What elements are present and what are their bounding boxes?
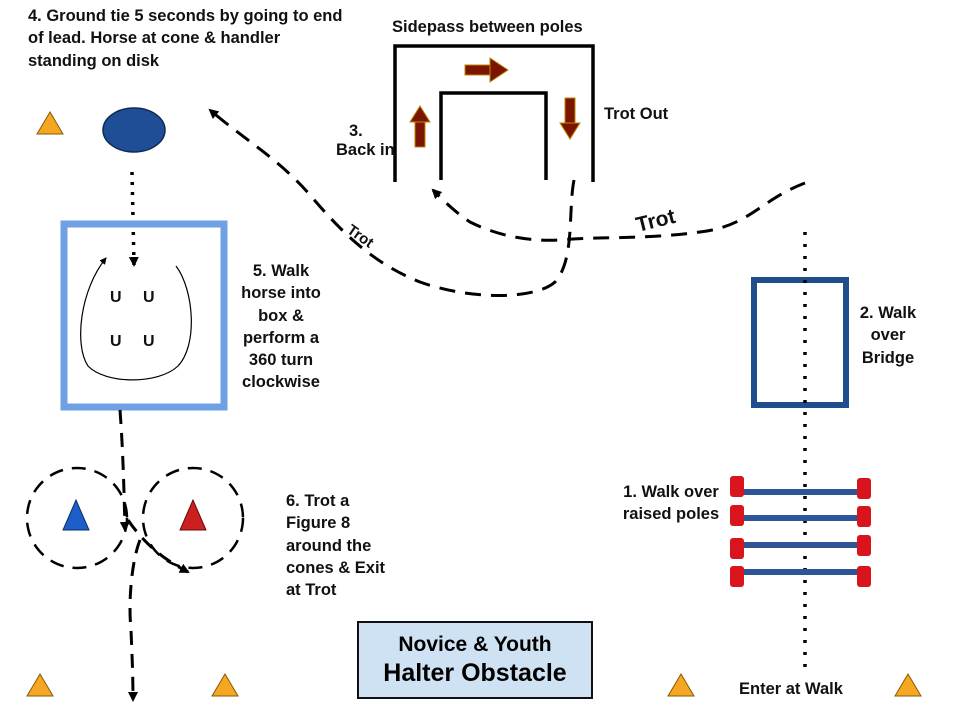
figure8-blue-cone — [62, 498, 90, 531]
walk-box-label: 5. Walk horse into box & perform a 360 t… — [241, 262, 321, 392]
enter-label: Enter at Walk — [739, 680, 843, 698]
trot-in-path — [431, 181, 806, 242]
hoof-mark: U — [143, 289, 155, 306]
hoof-mark: U — [143, 333, 155, 350]
figure8-left-circle — [25, 466, 129, 570]
ground-tie-label: 4. Ground tie 5 seconds by going to end … — [28, 7, 343, 70]
trot-out-path — [208, 108, 576, 297]
title-line-1: Novice & Youth — [398, 633, 552, 656]
title-line-2: Halter Obstacle — [383, 659, 567, 687]
raised-poles — [730, 476, 871, 587]
bridge — [751, 277, 849, 408]
cone-bottom-right-a — [667, 673, 695, 697]
disk-to-box-dotted-path — [128, 171, 139, 267]
ground-tie-disk — [102, 107, 166, 153]
figure8-cross-path — [126, 519, 190, 574]
raised-pole-1 — [730, 476, 871, 499]
sidepass-pole-structure — [393, 44, 595, 182]
turn-box — [60, 220, 228, 411]
box-exit-path — [118, 409, 130, 532]
figure8-label: 6. Trot a Figure 8 around the cones & Ex… — [286, 492, 386, 600]
sidepass-arrow — [464, 57, 509, 83]
hoof-mark: U — [110, 289, 122, 306]
hoof-mark: U — [110, 333, 122, 350]
cone-bottom-right-b — [894, 673, 922, 697]
exit-trot-path — [127, 539, 142, 702]
sidepass-label: Sidepass between poles — [392, 18, 583, 36]
back-in-up-arrow — [409, 105, 431, 148]
title-box: Novice & Youth Halter Obstacle — [357, 621, 593, 699]
raised-pole-2 — [730, 505, 871, 527]
trot-out-down-arrow — [559, 97, 581, 140]
trot-out-label: Trot Out — [604, 105, 669, 123]
figure8-right-circle — [141, 466, 245, 570]
back-in-label: Back in — [336, 141, 395, 159]
trot-label-right: Trot — [634, 205, 678, 237]
turn-loop-path — [80, 257, 192, 381]
raised-poles-label: 1. Walk over raised poles — [622, 483, 720, 524]
walk-bridge-label: 2. Walk over Bridge — [859, 304, 917, 367]
back-in-number: 3. — [349, 122, 363, 140]
raised-pole-3 — [730, 535, 871, 559]
figure8-red-cone — [179, 498, 207, 531]
cone-bottom-left — [26, 673, 54, 697]
raised-pole-4 — [730, 566, 871, 587]
cone-top-left — [36, 111, 64, 135]
cone-bottom-center — [211, 673, 239, 697]
